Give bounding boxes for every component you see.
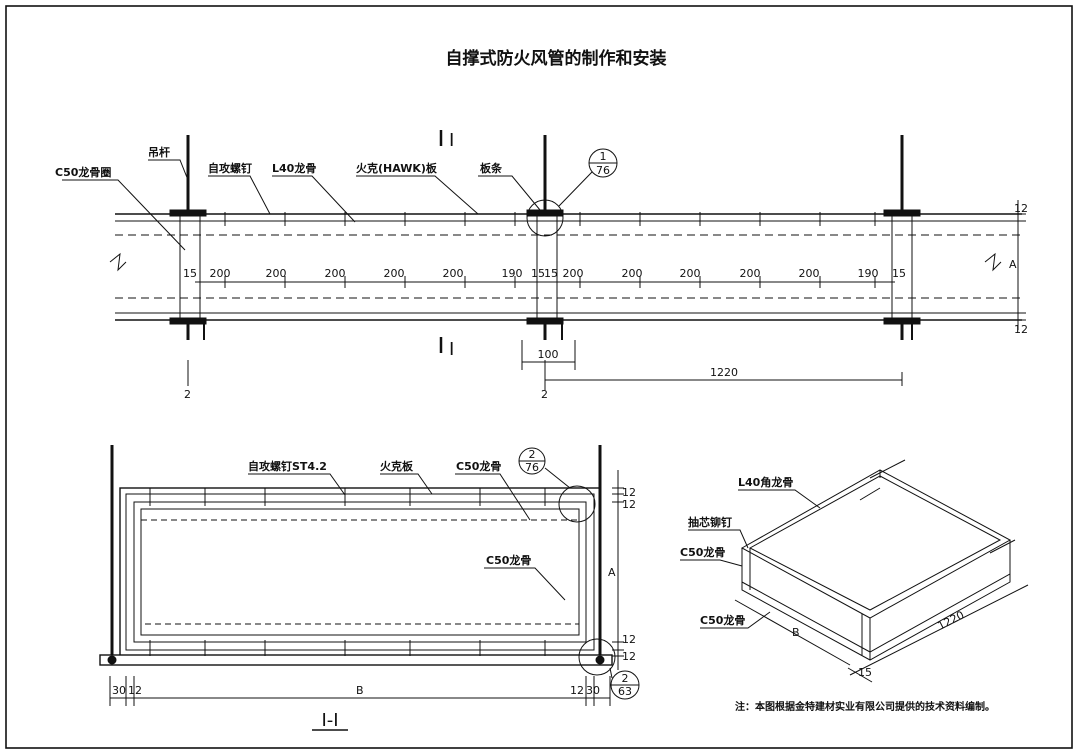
dim-30-left: 30 — [112, 684, 126, 697]
callout-3-sheet: 63 — [618, 685, 632, 698]
dim-B-iso: B — [792, 626, 800, 639]
sheet-frame — [5, 5, 1073, 749]
spacing-dim-13: 200 — [799, 267, 820, 280]
label-screw-st42: 自攻螺钉ST4.2 — [248, 459, 327, 473]
label-l40-angle: L40角龙骨 — [738, 475, 793, 489]
label-screw: 自攻螺钉 — [208, 161, 252, 175]
callout-1-num: 1 — [600, 150, 607, 163]
spacing-dim-14: 190 — [858, 267, 879, 280]
dim-12-top: 12 — [1014, 202, 1028, 215]
callout-3-num: 2 — [622, 672, 629, 685]
spacing-dim-5: 200 — [443, 267, 464, 280]
drawing-title: 自撑式防火风管的制作和安装 — [446, 48, 667, 69]
section-caption: I-I — [321, 710, 338, 731]
spacing-dim-2: 200 — [266, 267, 287, 280]
spacing-dim-6: 190 — [502, 267, 523, 280]
spacing-dim-0: 15 — [183, 267, 197, 280]
dim-15-iso: 15 — [858, 666, 872, 679]
label-c50-a: C50龙骨 — [680, 545, 725, 559]
dim-12-r4: 12 — [622, 650, 636, 663]
dim-12-bottom: 12 — [1014, 323, 1028, 336]
dim-B: B — [356, 684, 364, 697]
spacing-dim-15: 15 — [892, 267, 906, 280]
spacing-dim-1: 200 — [210, 267, 231, 280]
spacing-dim-11: 200 — [680, 267, 701, 280]
label-hawk-board: 火克(HAWK)板 — [356, 161, 438, 175]
label-rod: 吊杆 — [148, 145, 170, 159]
callout-2-num: 2 — [529, 448, 536, 461]
dim-A: A — [1009, 258, 1017, 271]
axis-mid: 2 — [541, 388, 548, 401]
dim-12-right: 12 — [570, 684, 584, 697]
dim-1220-iso: 1220 — [935, 608, 966, 632]
label-strip: 板条 — [480, 161, 503, 175]
label-l40: L40龙骨 — [272, 161, 316, 175]
label-board: 火克板 — [380, 459, 414, 473]
drawing-note: 注：本图根据金特建材实业有限公司提供的技术资料编制。 — [735, 700, 995, 713]
label-rivet: 抽芯铆钉 — [688, 515, 732, 529]
dim-100: 100 — [538, 348, 559, 361]
callout-2-sheet: 76 — [525, 461, 539, 474]
spacing-dim-10: 200 — [622, 267, 643, 280]
label-c50-ring: C50龙骨圈 — [55, 165, 111, 179]
dim-1220: 1220 — [710, 366, 738, 379]
dim-12-r2: 12 — [622, 498, 636, 511]
spacing-dim-4: 200 — [384, 267, 405, 280]
spacing-dim-8: 15 — [544, 267, 558, 280]
dim-A-section: A — [608, 566, 616, 579]
dim-30-right: 30 — [586, 684, 600, 697]
spacing-dim-12: 200 — [740, 267, 761, 280]
section-mark-bottom: I — [449, 339, 454, 360]
callout-1-sheet: 76 — [596, 164, 610, 177]
duct-elevation — [62, 130, 1026, 390]
section-labels: 自攻螺钉ST4.2 火克板 C50龙骨 C50龙骨 2 76 2 63 30 1… — [112, 448, 636, 731]
duct-frame-isometric — [680, 459, 1029, 683]
spacing-dim-3: 200 — [325, 267, 346, 280]
axis-left: 2 — [184, 388, 191, 401]
label-c50-top: C50龙骨 — [456, 459, 501, 473]
label-c50-b: C50龙骨 — [700, 613, 745, 627]
iso-labels: L40角龙骨 抽芯铆钉 C50龙骨 C50龙骨 B 1220 15 — [680, 475, 966, 679]
spacing-dim-7: 15 — [531, 267, 545, 280]
dim-12-r3: 12 — [622, 633, 636, 646]
elevation-labels: C50龙骨圈 吊杆 自攻螺钉 L40龙骨 火克(HAWK)板 板条 I I 1 … — [55, 130, 1028, 401]
dim-12-r1: 12 — [622, 486, 636, 499]
section-mark-top: I — [449, 130, 454, 151]
spacing-dim-9: 200 — [563, 267, 584, 280]
duct-section — [99, 445, 640, 731]
dim-12-left: 12 — [128, 684, 142, 697]
label-c50-inner: C50龙骨 — [486, 553, 531, 567]
